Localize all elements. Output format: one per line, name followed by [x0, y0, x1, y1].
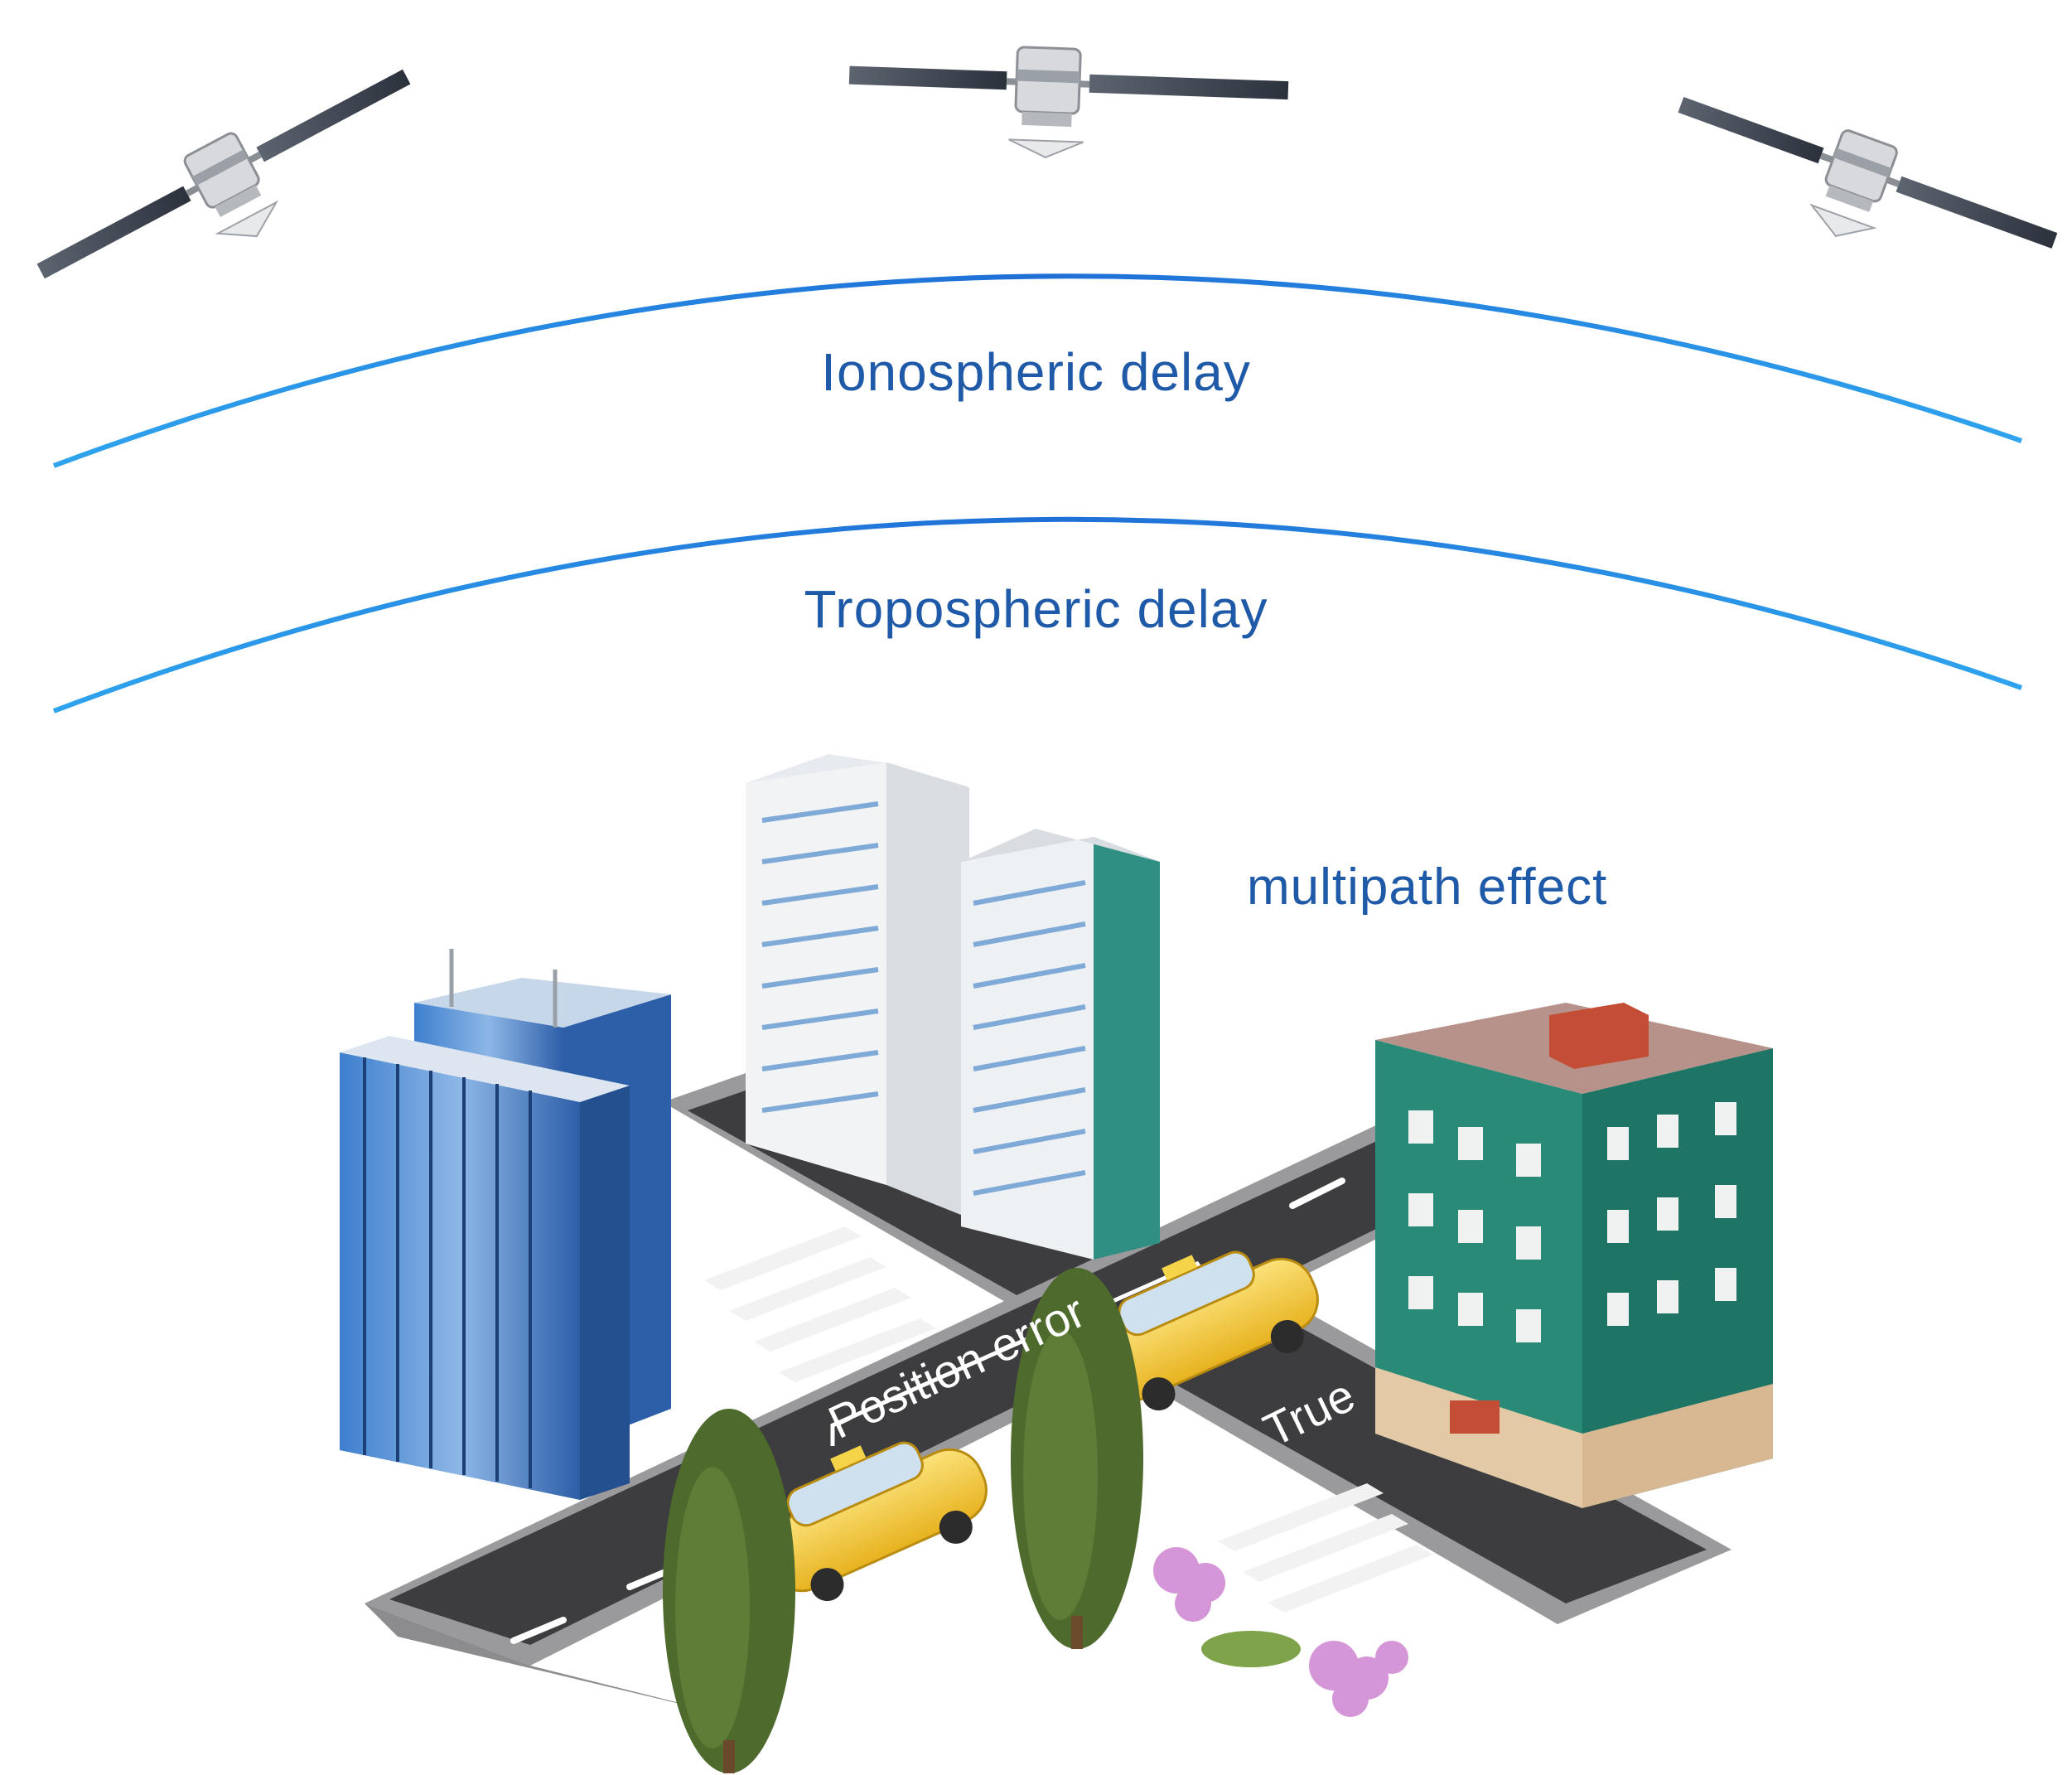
flower-icon	[1153, 1547, 1408, 1717]
tree-icon	[1011, 1268, 1143, 1649]
apartment-building-right	[1375, 1003, 1773, 1508]
troposphere-arc	[52, 516, 2022, 713]
ionospheric-delay-label: Ionospheric delay	[821, 342, 1251, 402]
ionosphere-arc	[52, 273, 2022, 468]
residential-tower-center	[746, 754, 1160, 1260]
tree-icon	[663, 1409, 795, 1773]
satellite-icon	[1678, 96, 2058, 249]
tropospheric-delay-label: Tropospheric delay	[804, 579, 1268, 639]
taxi-icon	[1095, 1250, 1319, 1411]
satellite-icon	[848, 46, 1289, 159]
office-building-left	[340, 949, 671, 1500]
grass-patch	[1201, 1631, 1301, 1667]
satellite-icon	[36, 69, 411, 279]
multipath-effect-label: multipath effect	[1247, 858, 1608, 916]
taxi-icon	[764, 1441, 988, 1602]
